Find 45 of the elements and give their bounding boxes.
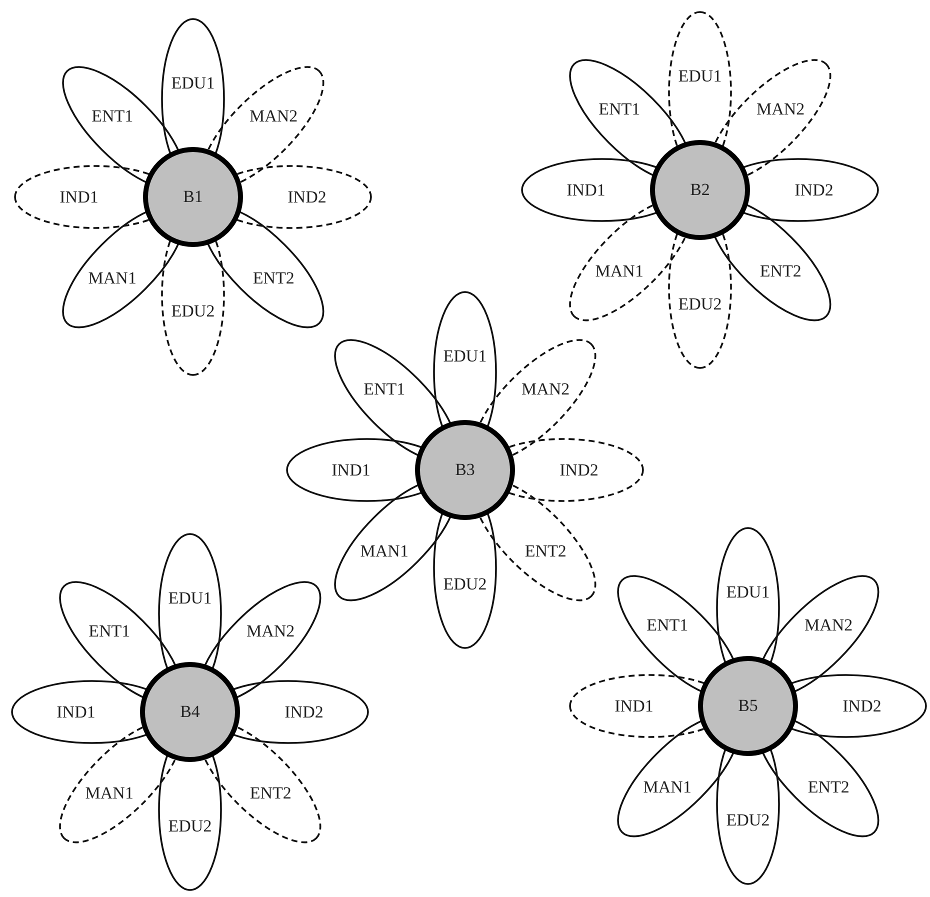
petal-label: MAN1 bbox=[360, 542, 408, 560]
petal-label: IND2 bbox=[842, 698, 882, 714]
petal-label: ENT2 bbox=[250, 784, 292, 802]
petal-label: IND2 bbox=[794, 182, 834, 198]
petal-label: EDU1 bbox=[171, 74, 215, 92]
petal-label: IND1 bbox=[566, 182, 606, 198]
hub-circle: B3 bbox=[415, 420, 515, 520]
hub-circle: B1 bbox=[143, 147, 243, 247]
petal-label: ENT1 bbox=[88, 622, 130, 640]
petal-label: IND2 bbox=[560, 462, 598, 478]
petal-label: ENT1 bbox=[646, 616, 688, 634]
petal-label: MAN2 bbox=[250, 108, 298, 125]
petal-label: IND1 bbox=[614, 698, 654, 714]
petal-label: EDU1 bbox=[726, 584, 770, 600]
petal-label: EDU1 bbox=[443, 348, 487, 364]
petal-label: ENT2 bbox=[524, 542, 566, 560]
petal-label: ENT1 bbox=[364, 380, 406, 398]
petal-label: ENT1 bbox=[92, 108, 134, 125]
petal-label: EDU2 bbox=[168, 818, 212, 834]
petal-label: MAN2 bbox=[246, 622, 295, 640]
petal-label: MAN2 bbox=[804, 616, 853, 634]
petal-label: EDU1 bbox=[168, 590, 212, 606]
petal-label: IND2 bbox=[284, 704, 324, 720]
petal-label: EDU2 bbox=[443, 576, 487, 592]
petal-label: MAN2 bbox=[756, 100, 805, 118]
petal-label: EDU1 bbox=[678, 68, 722, 84]
petal-label: EDU2 bbox=[678, 296, 722, 312]
petal-label: MAN1 bbox=[595, 262, 644, 280]
petal-label: IND1 bbox=[60, 188, 98, 206]
petal-label: ENT2 bbox=[252, 269, 294, 286]
petal-label: IND1 bbox=[332, 462, 370, 478]
petal-label: ENT1 bbox=[598, 100, 640, 118]
hub-circle: B2 bbox=[650, 140, 750, 240]
petal-label: MAN1 bbox=[643, 778, 692, 796]
petal-label: MAN2 bbox=[522, 380, 570, 398]
petal-label: IND2 bbox=[288, 188, 326, 206]
petal-label: IND1 bbox=[56, 704, 96, 720]
petal-label: ENT2 bbox=[808, 778, 850, 796]
petal-label: ENT2 bbox=[760, 262, 802, 280]
petal-label: EDU2 bbox=[171, 302, 215, 320]
petal-label: MAN1 bbox=[85, 784, 134, 802]
hub-circle: B4 bbox=[140, 662, 240, 762]
hub-circle: B5 bbox=[698, 656, 798, 756]
petal-label: MAN1 bbox=[88, 269, 136, 286]
petal-label: EDU2 bbox=[726, 812, 770, 828]
